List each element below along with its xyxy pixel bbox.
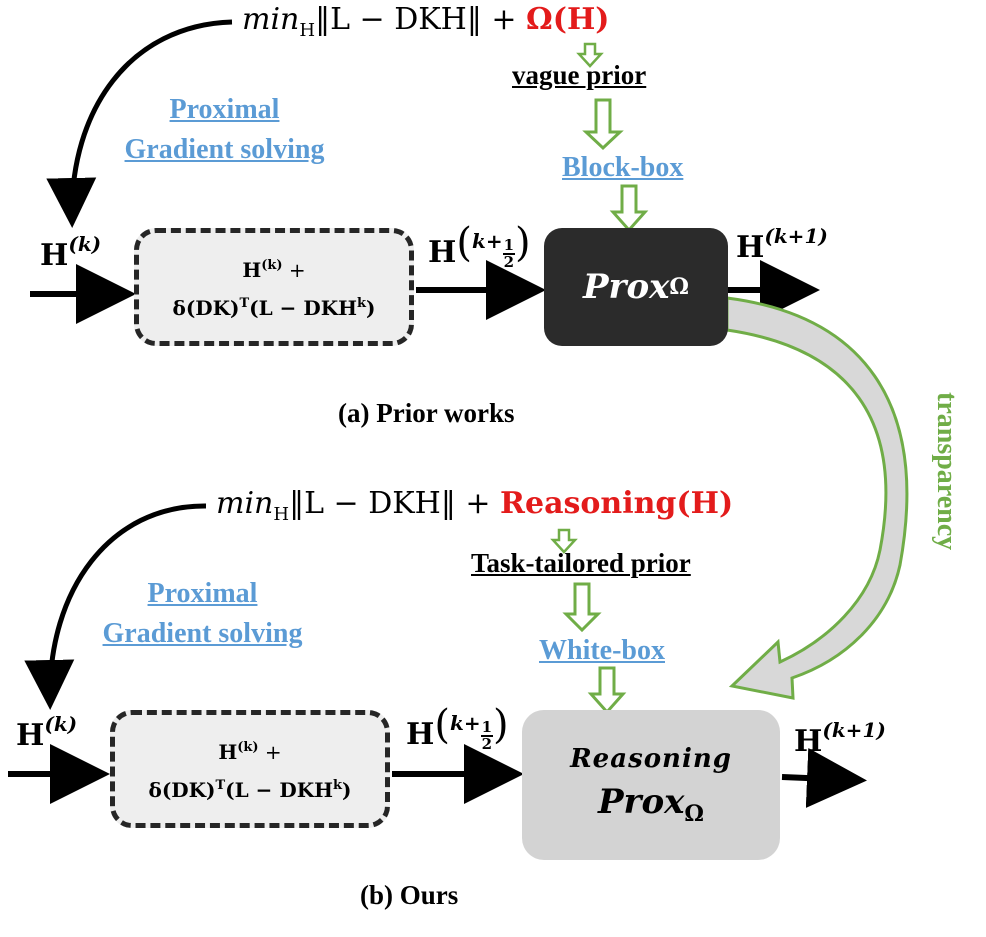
green-arrow-a1 [576, 42, 604, 68]
gradient-step-box-b: H(k) + δ(DK)T(L − DKHk) [110, 710, 390, 828]
h-k1-output-b: H(k+1) [794, 718, 886, 759]
h-k1-output-a: H(k+1) [736, 224, 828, 265]
green-arrow-a3 [609, 184, 649, 233]
transparency-label: transparency [931, 392, 962, 551]
task-tailored-prior-label: Task-tailored prior [471, 548, 691, 578]
reasoning-prox-operator: Reasoning ProxΩ [522, 710, 780, 860]
curved-arrow-b [24, 503, 207, 710]
h-k-input-b: H(k) [16, 712, 78, 753]
h-k-input-a: H(k) [40, 232, 102, 273]
green-arrow-b1 [550, 528, 578, 554]
gradient-step-box-a: H(k) + δ(DK)T(L − DKHk) [134, 228, 414, 346]
objective-formula-b: minH‖L − DKH‖ + Reasoning(H) [216, 486, 734, 525]
proximal-gradient-label-b: Proximal Gradient solving [102, 578, 303, 649]
block-box-label: Block-box [562, 152, 684, 183]
caption-ours: (b) Ours [360, 880, 459, 910]
arrow-out-b [781, 748, 867, 809]
objective-formula-a: minH‖L − DKH‖ + Ω(H) [242, 2, 610, 41]
transparency-arrow [725, 296, 909, 700]
green-arrow-b3 [587, 666, 627, 715]
curved-arrow-a [46, 19, 233, 228]
vague-prior-label: vague prior [512, 60, 647, 90]
green-arrow-b2 [562, 582, 602, 633]
proximal-gradient-label-a: Proximal Gradient solving [124, 94, 325, 165]
caption-prior-works: (a) Prior works [338, 398, 515, 428]
green-arrow-a2 [582, 98, 624, 151]
white-box-label: White-box [539, 635, 665, 666]
